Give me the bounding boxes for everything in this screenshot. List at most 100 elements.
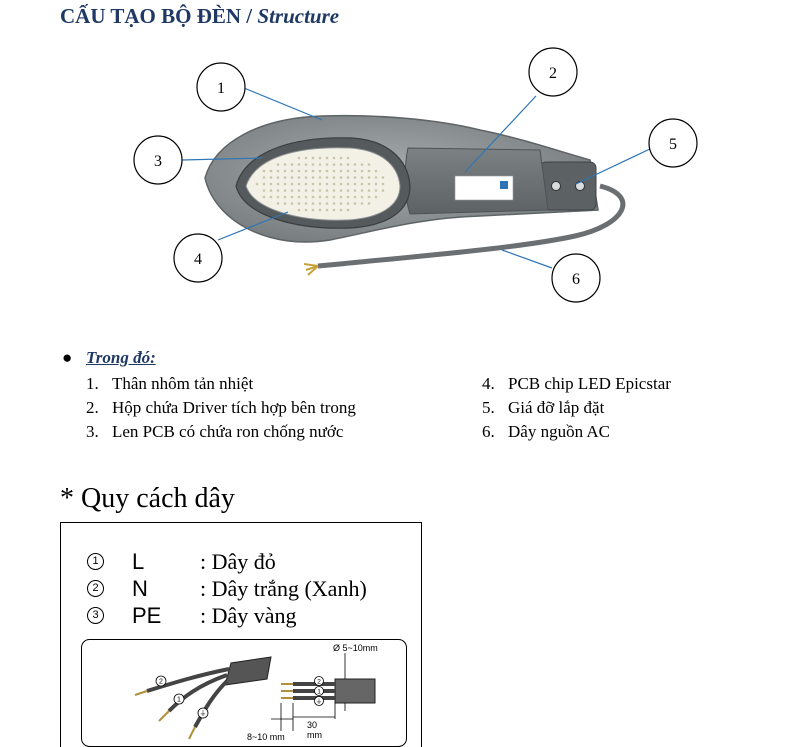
strip-length-label: 8~10 mm (247, 732, 285, 742)
wire-code: PE (132, 603, 162, 628)
led-chip (283, 195, 287, 199)
led-chip (283, 163, 287, 166)
led-chip (304, 169, 308, 173)
led-chip (297, 182, 301, 186)
wire-code: N (132, 576, 148, 601)
wire-strand (146, 667, 230, 693)
callout-circle-2 (528, 47, 578, 97)
led-chip (262, 189, 266, 192)
led-chip (374, 182, 378, 186)
led-chip (346, 156, 350, 160)
led-chip (367, 176, 371, 179)
led-chip (381, 182, 385, 186)
legend-item: 6.Dây nguồn AC (482, 422, 610, 441)
led-chip (297, 202, 301, 205)
callout-circle-6 (551, 253, 601, 303)
led-chip (353, 176, 357, 179)
led-chip (311, 208, 315, 212)
led-chip (339, 163, 343, 166)
led-chip (353, 163, 357, 166)
led-chip (325, 176, 329, 179)
strand-marker-text: 2 (159, 679, 163, 686)
led-chip (262, 195, 266, 199)
strand-marker-text: ⏚ (316, 698, 323, 706)
led-chip (297, 195, 301, 199)
cable-wire-ends (303, 263, 319, 276)
led-chip (262, 169, 266, 173)
led-chip (360, 189, 364, 192)
led-chip (276, 176, 280, 179)
led-chip (367, 182, 371, 186)
led-chip (339, 208, 343, 212)
led-chip (360, 163, 364, 166)
callout-number-3: 3 (154, 153, 162, 170)
led-chip (262, 176, 266, 179)
led-chip (269, 189, 273, 192)
led-chip (283, 176, 287, 179)
legend-title: ●Trong đó: (62, 348, 156, 368)
led-chip (269, 195, 273, 199)
cable-strip-diagram: 2 1 ⏚ 2 1 ⏚ (81, 639, 407, 747)
led-chip (325, 195, 329, 199)
led-chip (346, 163, 350, 166)
led-chip (353, 195, 357, 199)
led-chip (325, 169, 329, 173)
wire-tip (188, 726, 196, 740)
led-chip (332, 182, 336, 186)
led-chip (325, 163, 329, 166)
led-chip (360, 195, 364, 199)
led-chip (290, 189, 294, 192)
led-chip (290, 176, 294, 179)
callout-number-5: 5 (669, 136, 677, 153)
legend-item: 1.Thân nhôm tản nhiệt (86, 374, 254, 393)
leader-line-3 (181, 157, 263, 161)
led-chip (339, 182, 343, 186)
led-chip (325, 182, 329, 186)
led-chip (339, 189, 343, 192)
led-chip (311, 195, 315, 199)
wire-tip (158, 710, 170, 722)
led-chip (360, 176, 364, 179)
led-chip (297, 176, 301, 179)
led-chip (269, 182, 273, 186)
led-chip (381, 176, 385, 179)
page-heading: CẤU TẠO BỘ ĐÈN / Structure (60, 4, 339, 29)
led-chip (311, 169, 315, 173)
led-chip (318, 182, 322, 186)
led-chip (297, 208, 301, 212)
bullet-icon: ● (62, 348, 73, 367)
led-chip (311, 202, 315, 205)
led-chip (283, 189, 287, 192)
led-chip (325, 202, 329, 205)
led-chip (339, 169, 343, 173)
wire-tip (134, 690, 148, 696)
led-chip (339, 176, 343, 179)
led-chip (311, 189, 315, 192)
strand-marker-text: 1 (177, 697, 181, 704)
led-chip (332, 169, 336, 173)
leader-line-5 (575, 147, 653, 185)
mounting-bracket (539, 161, 597, 211)
led-chip (367, 169, 371, 173)
heading-vietnamese: CẤU TẠO BỘ ĐÈN / (60, 4, 258, 28)
wire-marker: 3 (87, 607, 104, 625)
led-chip (290, 169, 294, 173)
led-chip (304, 208, 308, 212)
callout-circle-3 (133, 135, 183, 185)
wire-code: L (132, 549, 145, 574)
led-chip (332, 156, 336, 160)
led-chip (332, 189, 336, 192)
legend-item: 5.Giá đỡ lắp đặt (482, 398, 605, 417)
legend-list-right: 4.PCB chip LED Epicstar 5.Giá đỡ lắp đặt… (482, 372, 671, 444)
bracket-bolt (575, 181, 585, 191)
wire-strand (193, 679, 229, 728)
led-chip (353, 169, 357, 173)
leader-line-4 (217, 211, 289, 241)
led-chip (276, 182, 280, 186)
wire-strand (167, 673, 228, 713)
led-chip (360, 182, 364, 186)
led-chip (276, 195, 280, 199)
led-chip-array (255, 156, 385, 212)
led-chip (346, 169, 350, 173)
strand-marker-text: 1 (317, 689, 321, 696)
